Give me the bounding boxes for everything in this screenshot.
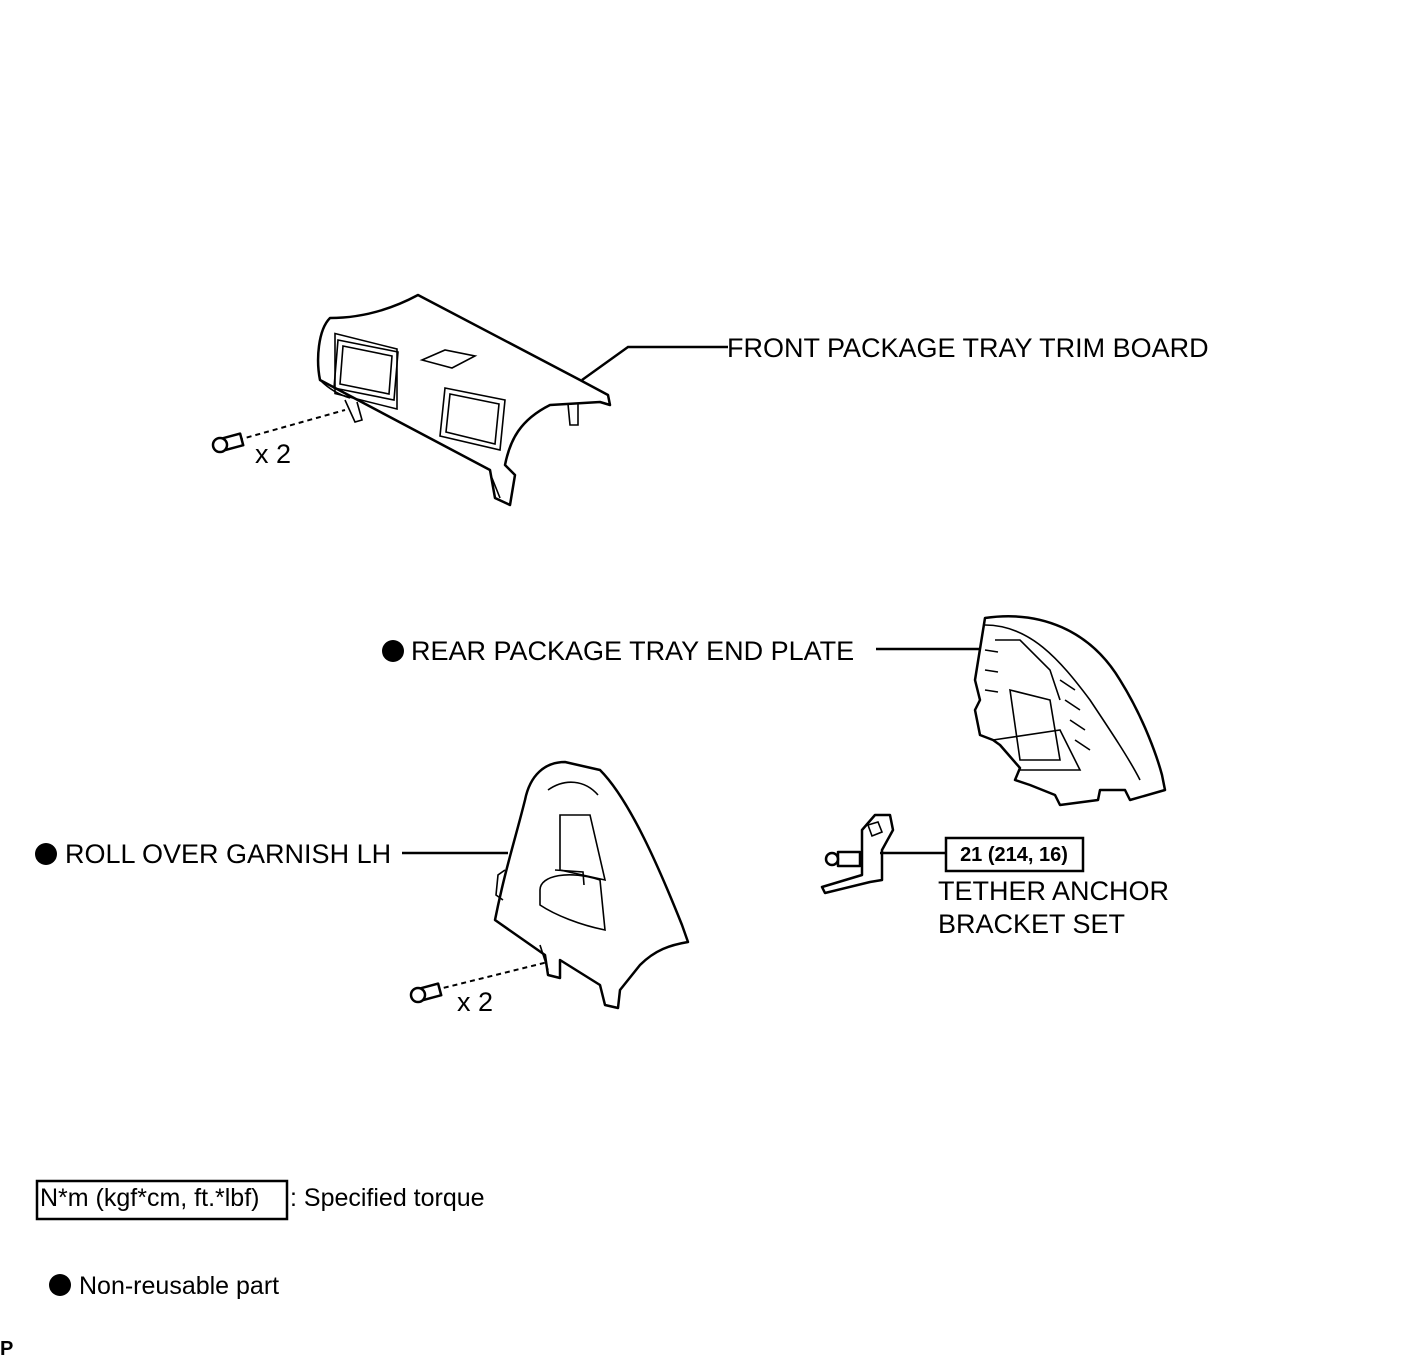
rear-package-tray-end-plate bbox=[973, 615, 1167, 807]
front-tray-quantity: x 2 bbox=[255, 439, 291, 469]
front-package-tray-trim-board bbox=[316, 293, 612, 507]
roll-over-clip-bolt bbox=[409, 961, 549, 1004]
legend-non-reusable-bullet bbox=[49, 1274, 71, 1296]
roll-over-quantity: x 2 bbox=[457, 987, 493, 1017]
roll-over-label: ROLL OVER GARNISH LH bbox=[65, 839, 391, 869]
legend-non-reusable-label: Non-reusable part bbox=[79, 1272, 279, 1300]
front-tray-clip-bolt bbox=[211, 409, 346, 454]
tether-label-line1: TETHER ANCHOR bbox=[938, 876, 1169, 906]
torque-spec-box bbox=[944, 836, 1085, 873]
legend-torque-description: : Specified torque bbox=[290, 1184, 485, 1212]
front-tray-leader-line bbox=[581, 345, 728, 381]
tether-anchor-bracket-set bbox=[820, 813, 895, 895]
front-tray-label: FRONT PACKAGE TRAY TRIM BOARD bbox=[727, 333, 1209, 363]
non-reusable-bullet-roll-over bbox=[35, 843, 57, 865]
non-reusable-bullet-rear-plate bbox=[382, 640, 404, 662]
torque-value: 21 (214, 16) bbox=[960, 844, 1068, 866]
roll-over-garnish-lh bbox=[493, 760, 690, 1010]
tether-label-line2: BRACKET SET bbox=[938, 909, 1125, 939]
legend-torque-units: N*m (kgf*cm, ft.*lbf) bbox=[40, 1184, 259, 1212]
rear-end-plate-label: REAR PACKAGE TRAY END PLATE bbox=[411, 636, 854, 666]
legend-torque-box bbox=[35, 1179, 289, 1221]
corner-mark: P bbox=[0, 1338, 13, 1360]
